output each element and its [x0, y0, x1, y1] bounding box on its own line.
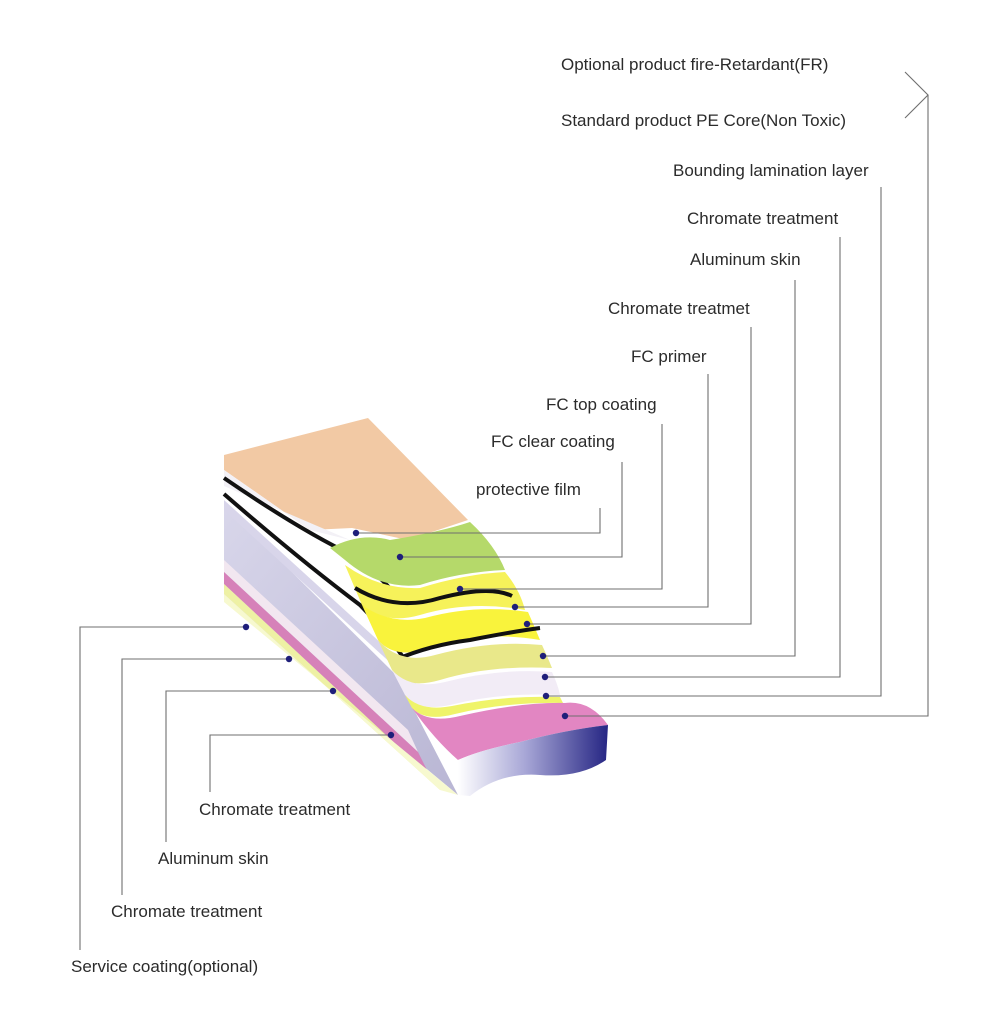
layer-top-coating	[345, 565, 525, 619]
leader-clear	[400, 462, 623, 558]
marker-clear	[396, 553, 404, 561]
leader-chromate-b2	[121, 658, 289, 895]
label-fc-primer: FC primer	[631, 347, 707, 366]
layer-markers	[242, 529, 569, 739]
leader-chromate1	[545, 237, 841, 678]
label-service-coating: Service coating(optional)	[71, 957, 258, 976]
label-chromate-treatmet: Chromate treatmet	[608, 299, 750, 318]
layer-top-coating-bright	[362, 605, 540, 653]
marker-chromate-b2	[285, 655, 293, 663]
label-aluminum-skin-top: Aluminum skin	[690, 250, 801, 269]
marker-service	[242, 623, 250, 631]
leader-chromate-b1	[209, 734, 391, 792]
layer-protective-film	[224, 418, 468, 540]
leader-service	[79, 626, 246, 950]
layer-primer-line	[353, 586, 513, 606]
panel-front-face	[458, 725, 608, 796]
leader-core-bracket	[904, 71, 929, 119]
label-fire-retardant: Optional product fire-Retardant(FR)	[561, 55, 828, 74]
layer-chromate	[405, 695, 563, 717]
right-leader-lines	[356, 71, 929, 717]
marker-aluminum-b	[329, 687, 337, 695]
leader-bounding	[546, 187, 882, 697]
edge-stripe-lavender	[224, 500, 420, 690]
marker-core	[561, 712, 569, 720]
left-labels: Chromate treatment Aluminum skin Chromat…	[71, 800, 350, 976]
label-fc-top-coating: FC top coating	[546, 395, 657, 414]
marker-aluminum1	[539, 652, 547, 660]
marker-primer	[511, 603, 519, 611]
right-labels: Optional product fire-Retardant(FR) Stan…	[476, 55, 869, 499]
left-leader-lines	[79, 626, 391, 950]
layer-primer	[378, 640, 552, 684]
marker-chromate1	[541, 673, 549, 681]
label-protective-film: protective film	[476, 480, 581, 499]
leader-chromate2	[527, 327, 752, 625]
bottom-stripe-pink	[224, 572, 430, 776]
leader-film	[356, 508, 601, 534]
marker-chromate2	[523, 620, 531, 628]
layer-primer-line-2	[394, 626, 541, 662]
marker-top	[456, 585, 464, 593]
label-chromate-treatment-bottom-2: Chromate treatment	[111, 902, 262, 921]
leader-aluminum1	[543, 280, 796, 657]
marker-film	[352, 529, 360, 537]
label-pe-core: Standard product PE Core(Non Toxic)	[561, 111, 846, 130]
leader-aluminum-b	[165, 690, 333, 842]
panel-illustration	[222, 418, 608, 796]
label-chromate-treatment-bottom-1: Chromate treatment	[199, 800, 350, 819]
leader-top	[460, 424, 663, 590]
marker-bounding	[542, 692, 550, 700]
label-aluminum-skin-bottom: Aluminum skin	[158, 849, 269, 868]
label-fc-clear-coating: FC clear coating	[491, 432, 615, 451]
layer-aluminum-skin	[392, 670, 560, 708]
label-bounding-lamination: Bounding lamination layer	[673, 161, 869, 180]
layer-clear-coating	[330, 522, 505, 586]
leader-primer	[515, 374, 709, 608]
label-chromate-treatment-top: Chromate treatment	[687, 209, 838, 228]
marker-chromate-b1	[387, 731, 395, 739]
bottom-stripe-service	[224, 560, 418, 752]
layer-pe-core	[412, 702, 608, 760]
leader-core	[565, 95, 929, 717]
